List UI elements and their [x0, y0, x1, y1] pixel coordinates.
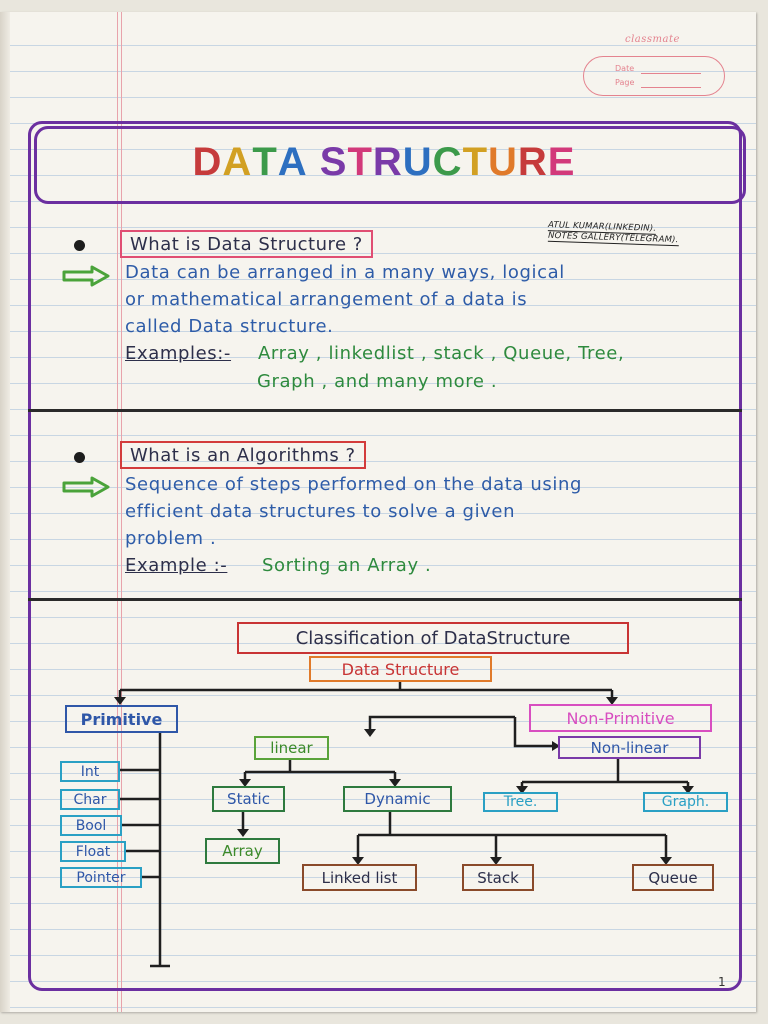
brand-logo: classmate — [625, 34, 680, 45]
title-letter: A — [277, 140, 308, 184]
title-frame — [34, 126, 746, 204]
section1-line-1: Data can be arranged in a many ways, log… — [125, 262, 565, 283]
primitive-float: Float — [60, 841, 126, 862]
section2-line-2: efficient data structures to solve a giv… — [125, 501, 516, 522]
title-letter: E — [547, 140, 576, 184]
array-box: Array — [205, 838, 280, 864]
title-letter: D — [192, 140, 223, 184]
primitive-pointer: Pointer — [60, 867, 142, 888]
example-label: Example :- — [125, 555, 228, 576]
dynamic-box: Dynamic — [343, 786, 452, 812]
title-letter: U — [402, 140, 433, 184]
root-data-structure: Data Structure — [309, 656, 492, 682]
linked-list-box: Linked list — [302, 864, 417, 891]
section1-line-3: called Data structure. — [125, 316, 334, 337]
section1-heading: What is Data Structure ? — [120, 230, 373, 258]
non-primitive-box: Non-Primitive — [529, 704, 712, 732]
title-letter: T — [462, 140, 488, 184]
page-title: DATA STRUCTURE — [0, 140, 768, 185]
examples-line-2: Graph , and many more . — [257, 371, 498, 392]
title-letter: T — [347, 140, 373, 184]
section1-line-2: or mathematical arrangement of a data is — [125, 289, 528, 310]
primitive-box: Primitive — [65, 705, 178, 733]
right-arrow-icon — [62, 265, 110, 287]
primitive-bool: Bool — [60, 815, 122, 836]
example-text: Sorting an Array . — [262, 555, 432, 576]
examples-line-1: Array , linkedlist , stack , Queue, Tree… — [258, 343, 625, 364]
linear-box: linear — [254, 736, 329, 760]
section2-line-3: problem . — [125, 528, 217, 549]
section2-heading: What is an Algorithms ? — [120, 441, 366, 469]
notebook-brand-stamp: classmate Date Page — [583, 34, 733, 106]
brand-frame — [583, 56, 725, 96]
queue-box: Queue — [632, 864, 714, 891]
date-label: Date — [615, 64, 635, 73]
title-letter: S — [319, 140, 348, 184]
notebook-page — [0, 12, 756, 1012]
static-box: Static — [212, 786, 285, 812]
title-letter: R — [372, 140, 403, 184]
right-arrow-icon — [62, 476, 110, 498]
bullet-dot — [74, 452, 85, 463]
title-letter: U — [488, 140, 518, 184]
section2-line-1: Sequence of steps performed on the data … — [125, 474, 582, 495]
graph-box: Graph. — [643, 792, 728, 812]
title-letter: A — [222, 140, 253, 184]
section-divider — [28, 598, 742, 601]
content-frame — [28, 121, 742, 991]
classification-title: Classification of DataStructure — [237, 622, 629, 654]
tree-box: Tree. — [483, 792, 558, 812]
margin-line — [121, 12, 122, 1012]
page-binding-edge — [0, 12, 10, 1012]
bullet-dot — [74, 240, 85, 251]
stack-box: Stack — [462, 864, 534, 891]
title-letter: T — [252, 140, 278, 184]
section-divider — [28, 409, 742, 412]
page-number: 1 — [718, 975, 726, 989]
primitive-char: Char — [60, 789, 120, 810]
title-letter: C — [432, 140, 463, 184]
title-letter — [308, 140, 320, 185]
examples-label: Examples:- — [125, 343, 232, 364]
page-label: Page — [615, 78, 635, 87]
non-linear-box: Non-linear — [558, 736, 701, 759]
margin-line — [117, 12, 118, 1012]
primitive-int: Int — [60, 761, 120, 782]
title-letter: R — [517, 140, 548, 184]
